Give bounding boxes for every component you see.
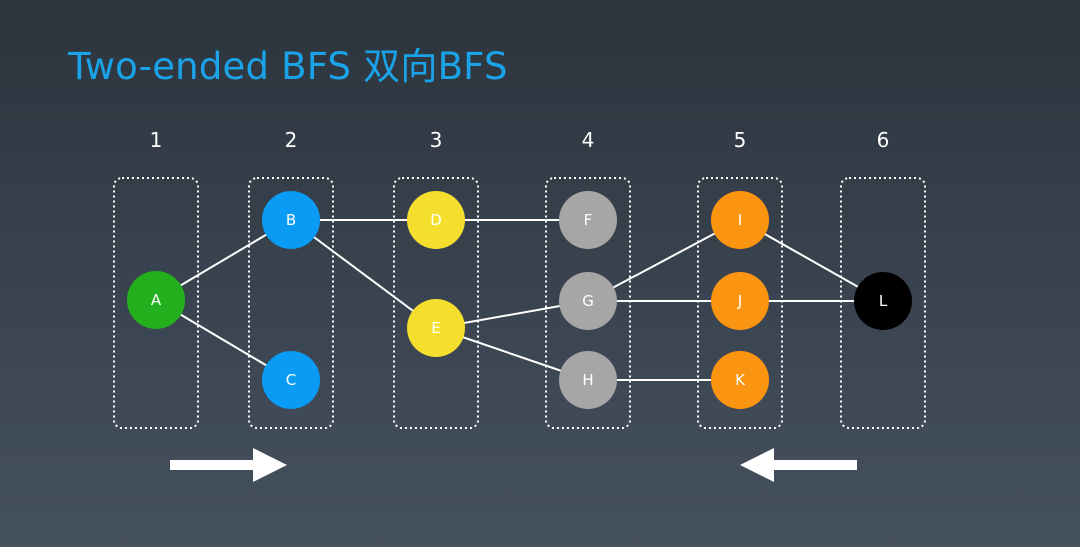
column-label-4: 4 [582, 128, 595, 152]
node-e: E [407, 299, 465, 357]
page-title: Two-ended BFS 双向BFS [68, 45, 508, 88]
node-circle-g [559, 272, 617, 330]
node-i: I [711, 191, 769, 249]
column-label-1: 1 [150, 128, 163, 152]
layer-boxes [113, 177, 926, 429]
layer-box-1 [113, 177, 199, 429]
nodes: A B C D E F G H I J K L [127, 191, 912, 409]
column-label-5: 5 [734, 128, 747, 152]
node-label-h: H [582, 371, 593, 389]
node-label-e: E [431, 319, 440, 337]
node-label-b: B [286, 211, 296, 229]
node-h: H [559, 351, 617, 409]
node-l: L [854, 272, 912, 330]
node-circle-f [559, 191, 617, 249]
node-label-i: I [738, 211, 742, 229]
layer-box-5 [697, 177, 783, 429]
node-circle-l [854, 272, 912, 330]
layer-box-4 [545, 177, 631, 429]
node-circle-e [407, 299, 465, 357]
node-label-f: F [584, 211, 593, 229]
node-label-l: L [879, 292, 888, 310]
node-b: B [262, 191, 320, 249]
node-label-k: K [735, 371, 746, 389]
layer-box-6 [840, 177, 926, 429]
edge-B-E [290, 219, 437, 329]
layer-box-3 [393, 177, 479, 429]
node-circle-h [559, 351, 617, 409]
node-circle-k [711, 351, 769, 409]
node-d: D [407, 191, 465, 249]
direction-arrows [170, 448, 857, 482]
node-g: G [559, 272, 617, 330]
column-label-2: 2 [285, 128, 298, 152]
column-label-3: 3 [430, 128, 443, 152]
node-circle-i [711, 191, 769, 249]
node-k: K [711, 351, 769, 409]
node-circle-a [127, 271, 185, 329]
node-label-j: J [737, 292, 742, 310]
node-circle-j [711, 272, 769, 330]
node-label-g: G [582, 292, 594, 310]
forward-arrow-icon [170, 448, 287, 482]
column-labels: 1 2 3 4 5 6 [150, 128, 890, 152]
node-circle-d [407, 191, 465, 249]
node-j: J [711, 272, 769, 330]
node-label-c: C [286, 371, 296, 389]
edges [155, 219, 884, 381]
layer-box-2 [248, 177, 334, 429]
node-a: A [127, 271, 185, 329]
node-label-d: D [430, 211, 442, 229]
column-label-6: 6 [877, 128, 890, 152]
backward-arrow-icon [740, 448, 857, 482]
node-circle-b [262, 191, 320, 249]
node-circle-c [262, 351, 320, 409]
node-f: F [559, 191, 617, 249]
node-c: C [262, 351, 320, 409]
node-label-a: A [151, 291, 162, 309]
